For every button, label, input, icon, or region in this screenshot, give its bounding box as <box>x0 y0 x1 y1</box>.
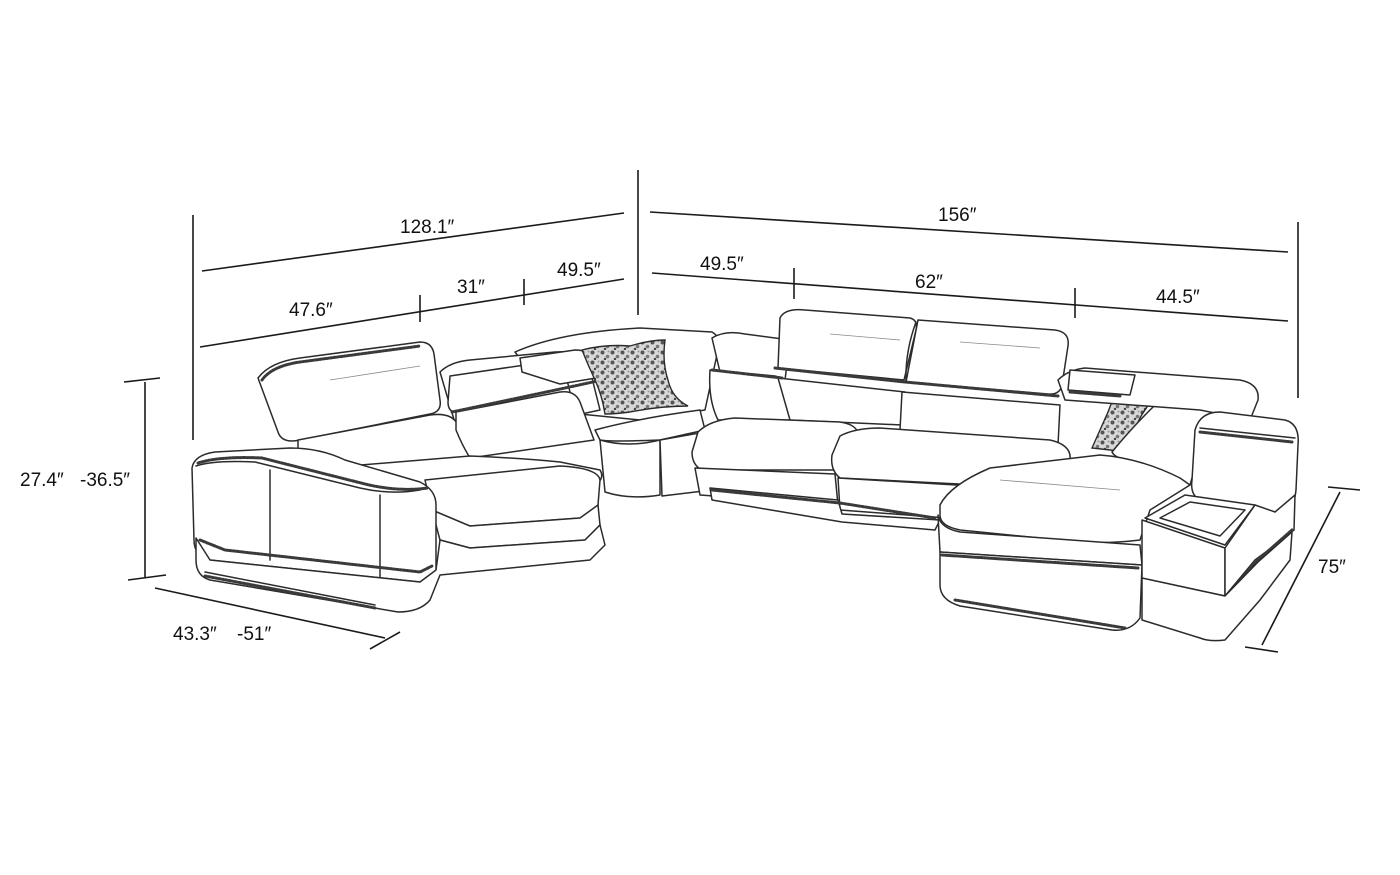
shade-1 <box>329 365 421 381</box>
overall-right-line <box>649 211 1289 253</box>
chaise-base-piping <box>940 553 1140 570</box>
chaise-depth-bottom-tick <box>1244 646 1279 653</box>
left-arm-top-edge <box>195 460 421 493</box>
label-height-max: -36.5″ <box>80 470 130 491</box>
label-right-seg-3: 44.5″ <box>1156 287 1200 308</box>
shade-4 <box>999 479 1121 491</box>
label-left-seg-1: 47.6″ <box>289 300 333 321</box>
height-bottom-tick <box>127 574 167 581</box>
depth-end-tick <box>369 631 401 650</box>
shade-3 <box>959 341 1041 349</box>
center-headrest-divider <box>905 321 917 383</box>
height-top-tick <box>123 377 161 383</box>
chaise-base <box>939 551 1143 631</box>
label-chaise-depth: 75″ <box>1318 557 1346 578</box>
center-base-piping <box>710 488 937 520</box>
left-base-piping <box>198 538 434 574</box>
right-back-piping <box>1068 390 1122 398</box>
left-back-piping <box>450 378 604 414</box>
chaise-depth-line <box>1261 491 1341 646</box>
chaise-arm <box>1190 411 1299 513</box>
left-pillow <box>581 339 689 415</box>
chaise-tray-inner <box>1159 501 1246 537</box>
overall-left-line <box>201 212 625 272</box>
depth-line <box>154 587 386 639</box>
label-height-min: 27.4″ <box>20 470 64 491</box>
left-headrest-piping <box>260 344 422 382</box>
chaise-arm-piping <box>1198 430 1294 444</box>
center-headrest-piping <box>773 366 1060 398</box>
sofa-drawing <box>191 308 1299 642</box>
right-segment-line <box>651 272 1289 322</box>
left-arm-piping <box>196 456 430 491</box>
label-depth-min: 43.3″ <box>173 624 217 645</box>
dimension-lines <box>123 170 1361 653</box>
chaise-base-bottom-piping <box>953 598 1127 630</box>
center-back-top-piping <box>710 368 784 380</box>
chaise-side-base <box>1141 531 1293 642</box>
label-left-seg-2: 31″ <box>457 277 485 298</box>
left-base-bottom <box>204 571 376 606</box>
label-right-seg-2: 62″ <box>915 272 943 293</box>
dimension-labels: 128.1″ 156″ 47.6″ 31″ 49.5″ 49.5″ 62″ 44… <box>20 205 1346 645</box>
left-base-bottom-piping <box>203 574 377 610</box>
chaise-seat <box>939 454 1191 544</box>
chaise-arm-top-edge <box>1199 427 1296 439</box>
label-left-seg-3: 49.5″ <box>557 260 601 281</box>
corner-front <box>599 439 661 498</box>
label-overall-left: 128.1″ <box>400 217 455 238</box>
label-depth-max: -51″ <box>237 624 271 645</box>
left-headrest <box>257 341 442 442</box>
shade-2 <box>829 333 901 341</box>
label-overall-right: 156″ <box>938 205 977 226</box>
chaise-arm-side <box>1224 494 1296 597</box>
center-back-cushion-2 <box>777 377 906 426</box>
label-right-seg-1: 49.5″ <box>700 254 744 275</box>
corner-seat <box>594 409 706 442</box>
chaise-depth-top-tick <box>1327 486 1361 491</box>
left-segment-line <box>199 278 625 348</box>
right-back-headrest <box>1067 369 1136 396</box>
left-back-cushion-2 <box>455 390 595 459</box>
